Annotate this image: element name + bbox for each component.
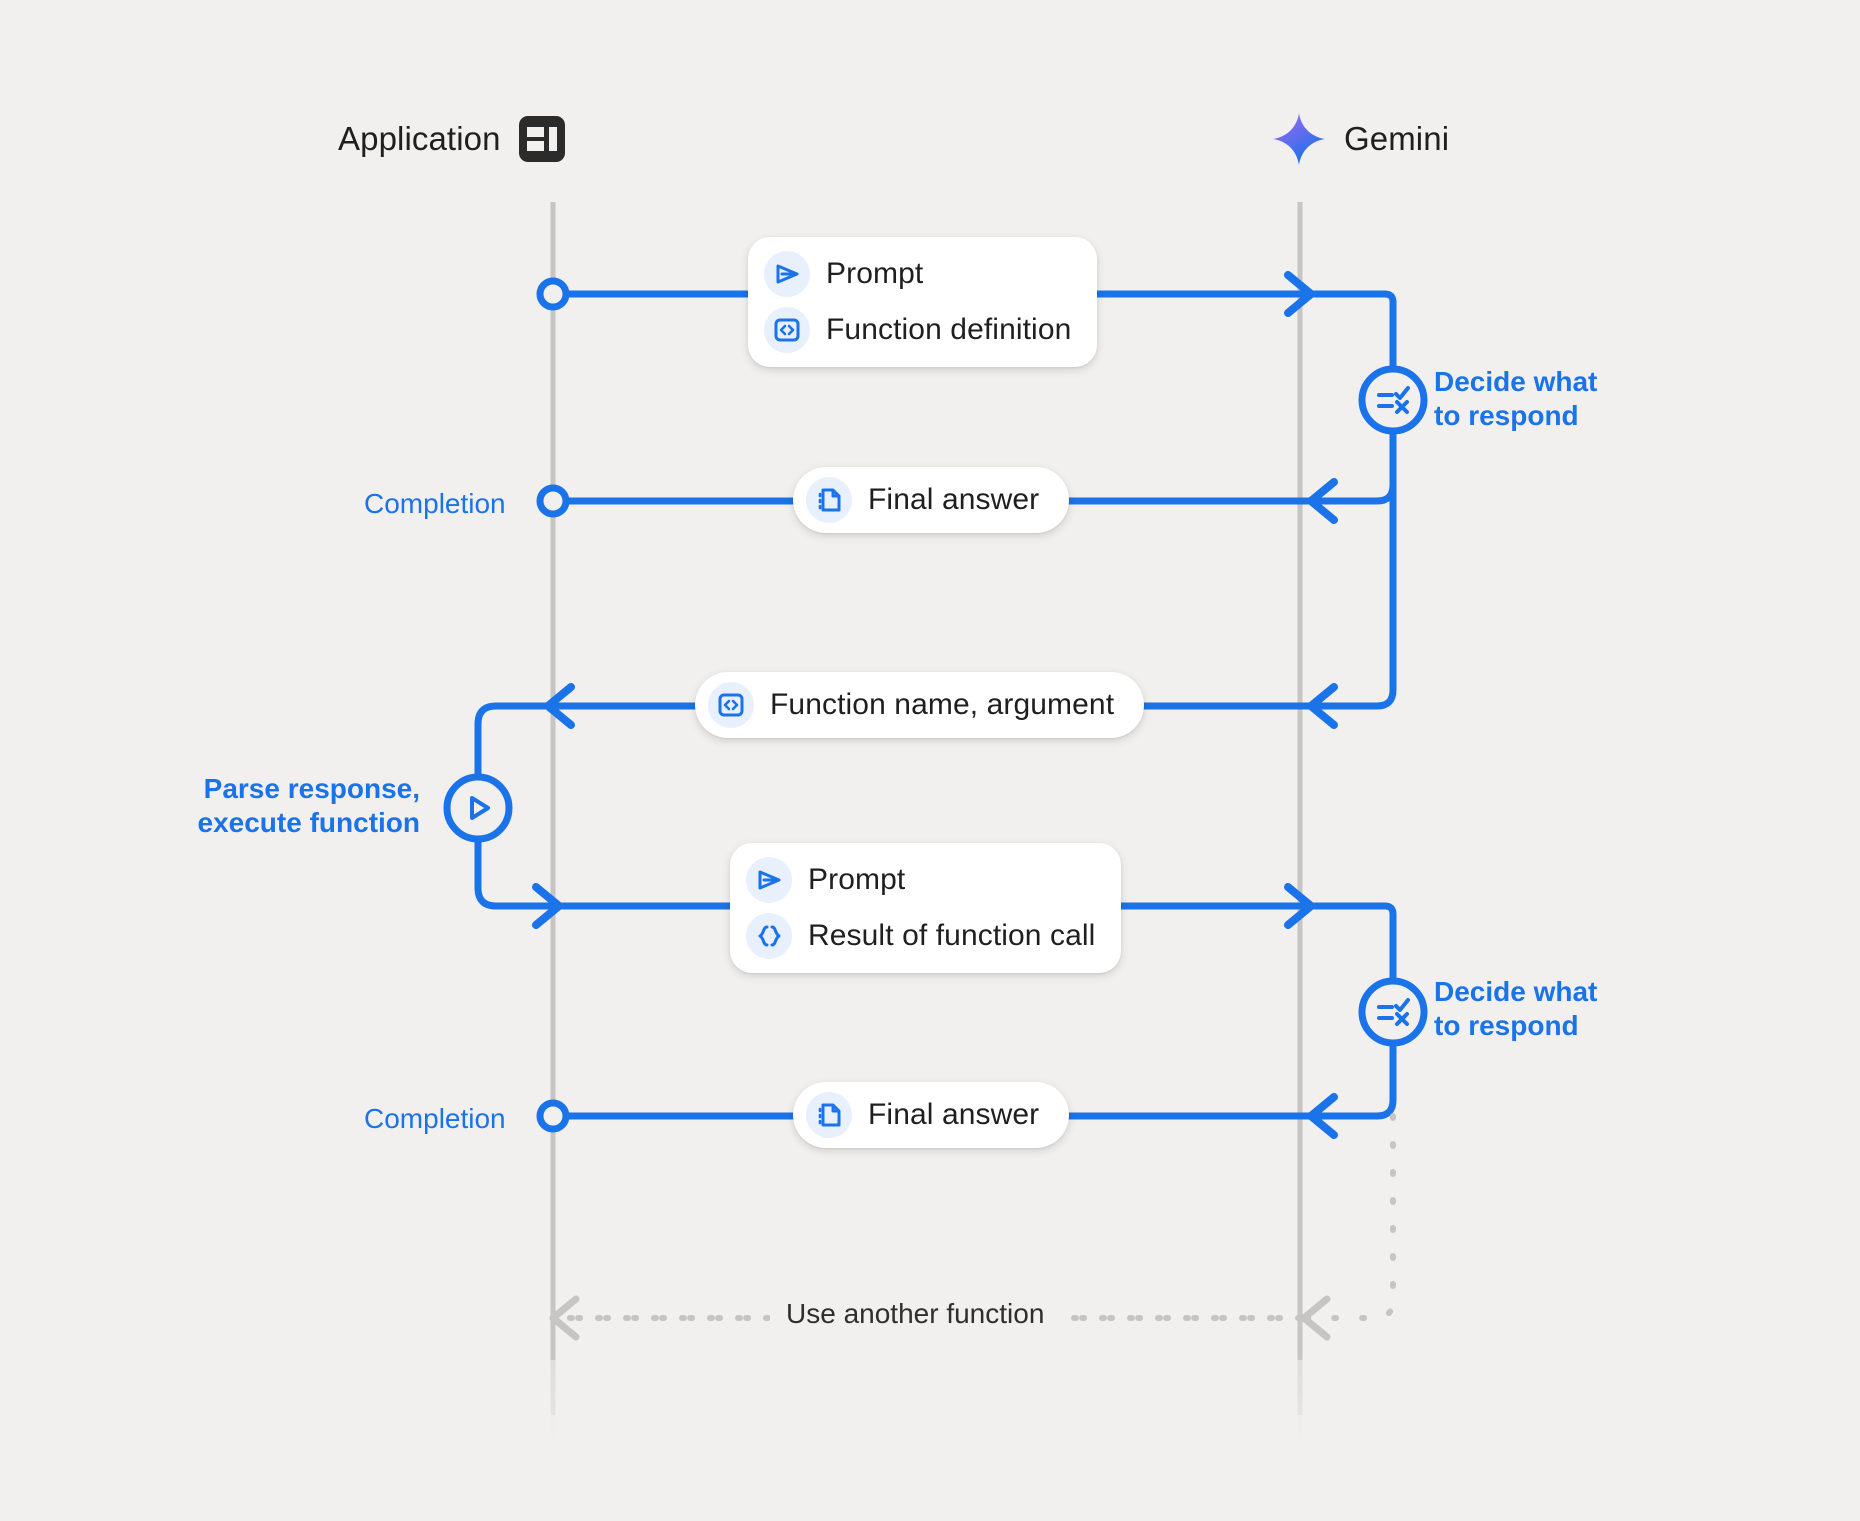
caption-parse-line2: execute function xyxy=(197,807,420,839)
chevron-left-loop-2 xyxy=(549,1295,580,1341)
lane-header-application: Application xyxy=(338,116,565,162)
lane-title-application: Application xyxy=(338,120,501,157)
chevron-left-loop-1 xyxy=(1300,1295,1331,1341)
caption-decide-1: Decide what to respond xyxy=(1434,365,1597,433)
chevron-right-2 xyxy=(532,883,563,929)
document-icon xyxy=(806,477,852,523)
caption-decide-1-line2: to respond xyxy=(1434,400,1579,432)
message-final-answer-2[interactable]: Final answer xyxy=(793,1082,1070,1148)
checklist-decide-icon xyxy=(1365,372,1421,428)
chevron-left-4 xyxy=(1307,1093,1338,1139)
send-triangle-icon xyxy=(764,251,810,297)
origin-dot-1 xyxy=(536,277,570,311)
chevron-right-3 xyxy=(1284,883,1315,929)
caption-parse-execute: Parse response, execute function xyxy=(120,772,420,840)
document-icon xyxy=(806,1092,852,1138)
chevron-left-1 xyxy=(1307,478,1338,524)
message-row-function-call: Function name, argument xyxy=(708,682,1114,728)
message-final-answer-1[interactable]: Final answer xyxy=(793,467,1070,533)
code-brackets-icon xyxy=(708,682,754,728)
completion-dot-1 xyxy=(536,484,570,518)
message-label: Result of function call xyxy=(808,919,1096,952)
completion-dot-2 xyxy=(536,1099,570,1133)
label-use-another-function: Use another function xyxy=(770,1298,1061,1330)
loop-dashed-path xyxy=(557,1113,1396,1321)
arrow-prompt-1 xyxy=(562,290,1397,374)
message-row-function-definition: Function definition xyxy=(764,307,1071,353)
arrow-function-call xyxy=(556,427,1397,710)
message-row-prompt-2: Prompt xyxy=(746,857,1095,903)
lane-title-gemini: Gemini xyxy=(1344,120,1450,157)
message-row-function-result: Result of function call xyxy=(746,913,1095,959)
send-triangle-icon xyxy=(746,857,792,903)
chevron-left-2 xyxy=(1307,683,1338,729)
caption-decide-1-line1: Decide what xyxy=(1434,366,1598,397)
curly-braces-icon xyxy=(746,913,792,959)
chevron-right-1 xyxy=(1284,271,1315,317)
message-label: Final answer xyxy=(868,483,1040,516)
message-row-final-answer-2: Final answer xyxy=(806,1092,1039,1138)
message-label: Prompt xyxy=(808,863,906,896)
gemini-sparkle-icon xyxy=(1272,112,1326,166)
message-label: Prompt xyxy=(826,257,924,290)
message-label: Function definition xyxy=(826,313,1072,346)
label-completion-2: Completion xyxy=(364,1103,506,1134)
application-layout-icon xyxy=(518,116,565,162)
arrow-final-answer-2 xyxy=(562,1039,1397,1120)
caption-decide-2-line1: Decide what xyxy=(1434,976,1598,1007)
caption-decide-2-line2: to respond xyxy=(1434,1010,1579,1042)
message-row-prompt: Prompt xyxy=(764,251,1071,297)
parse-node xyxy=(443,773,513,843)
message-row-final-answer: Final answer xyxy=(806,477,1039,523)
message-label: Function name, argument xyxy=(770,688,1115,721)
message-function-call[interactable]: Function name, argument xyxy=(695,672,1145,738)
checklist-decide-icon-2 xyxy=(1365,984,1421,1040)
label-completion-1: Completion xyxy=(364,488,506,519)
message-label: Final answer xyxy=(868,1098,1040,1131)
arrow-parse-execute xyxy=(474,702,1397,984)
code-brackets-icon xyxy=(764,307,810,353)
caption-decide-2: Decide what to respond xyxy=(1434,975,1597,1043)
caption-parse-line1: Parse response, xyxy=(203,773,420,804)
message-prompt-function-definition[interactable]: Prompt Function definition xyxy=(748,237,1098,367)
lane-header-gemini: Gemini xyxy=(1272,112,1449,166)
play-triangle-icon xyxy=(450,780,506,836)
message-prompt-function-result[interactable]: Prompt Result of function call xyxy=(730,843,1122,973)
